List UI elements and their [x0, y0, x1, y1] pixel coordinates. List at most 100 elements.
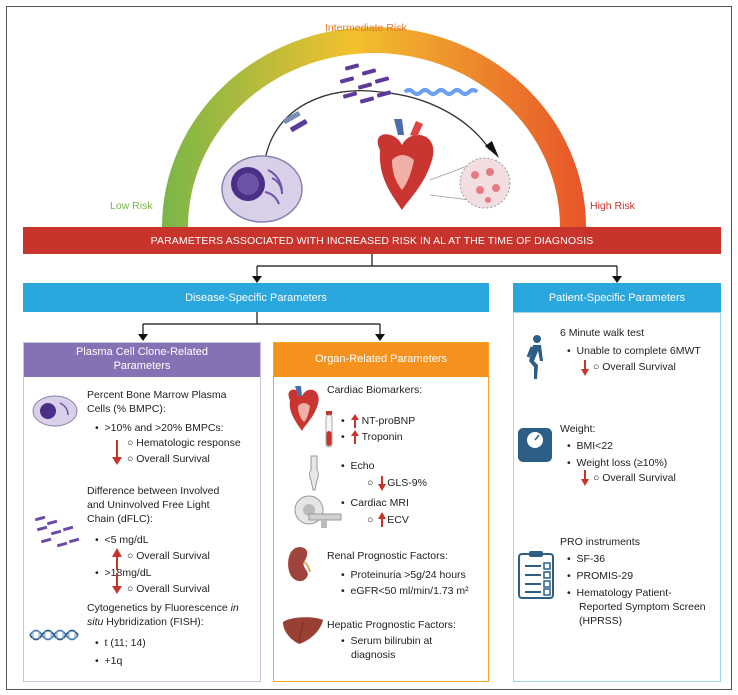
pro-bullet-1: • SF-36: [567, 553, 606, 565]
connector-arrows: [138, 254, 622, 341]
up-arrow-icon: [378, 512, 386, 527]
pro-bullet-3: • Hematology Patient-: [567, 587, 672, 599]
down-arrow-icon: [581, 360, 589, 376]
light-chain-icon: [34, 515, 80, 548]
mri-scanner-icon: [294, 495, 342, 528]
cardiac-bullet-2: • Troponin: [341, 431, 403, 443]
cardiac-bullet-1: • NT-proBNP: [341, 415, 416, 427]
bmpc-heading-1: Percent Bone Marrow Plasma: [87, 389, 227, 401]
heart-icon: [288, 386, 319, 431]
tissue-histology-illustration: [429, 157, 511, 209]
down-arrow-icon: [378, 476, 386, 491]
pro-heading: PRO instruments: [560, 536, 640, 548]
figure-frame: [6, 6, 732, 690]
fish-heading-1: Cytogenetics by Fluorescence in: [87, 601, 239, 615]
dflc-bullet-3: • >18mg/dL: [95, 567, 152, 579]
walk-b2-text: Overall Survival: [602, 361, 676, 373]
intermediate-risk-label: Intermediate Risk: [325, 22, 407, 34]
down-arrow-icon: [112, 573, 122, 594]
plasma-cell-icon: [32, 395, 78, 427]
pro-bullet-3-line2: Reported Symptom Screen: [579, 601, 706, 613]
gauge-arc: [162, 27, 586, 227]
weight-heading: Weight:: [560, 423, 596, 435]
kidney-icon: [288, 547, 311, 582]
fish-h2-text: Hybridization (FISH):: [106, 616, 204, 628]
up-arrow-icon: [351, 414, 359, 444]
walk-heading: 6 Minute walk test: [560, 327, 645, 339]
troponin-text: Troponin: [361, 431, 403, 443]
egfr-text: eGFR<50 ml/min/1.73 m²: [350, 585, 469, 597]
dflc-bullet-2: ○ Overall Survival: [127, 550, 210, 562]
weight-loss-text: Weight loss (≥10%): [576, 457, 668, 469]
pro-bullet-2: • PROMIS-29: [567, 570, 634, 582]
plasma-cell-panel: [23, 342, 261, 682]
renal-bullet-1: • Proteinuria >5g/24 hours: [341, 569, 466, 581]
patient-specific-header: Patient-Specific Parameters: [513, 283, 721, 312]
bmpc-b1-text: >10% and >20% BMPCs:: [104, 422, 224, 434]
hprss-text-1: Hematology Patient-: [576, 587, 672, 599]
pro-bullet-3-line3: (HPRSS): [579, 615, 623, 627]
fish-h2-italic: situ: [87, 616, 104, 628]
fish-b2-text: +1q: [104, 655, 123, 667]
dna-icon: [29, 629, 79, 641]
blood-tube-icon: [325, 411, 333, 448]
ecv-text: ECV: [387, 514, 409, 526]
dflc-heading-3: Chain (dFLC):: [87, 513, 153, 525]
plasma-cell-illustration: [221, 155, 303, 223]
walk-b1-text: Unable to complete 6MWT: [576, 345, 701, 357]
plasma-title-line2: Parameters: [113, 360, 171, 372]
ntprobnp-text: NT-proBNP: [361, 415, 416, 427]
walk-bullet-1: • Unable to complete 6MWT: [567, 345, 701, 357]
weight-bullet-2: • Weight loss (≥10%): [567, 457, 668, 469]
hepatic-heading: Hepatic Prognostic Factors:: [327, 619, 456, 631]
proteinuria-text: Proteinuria >5g/24 hours: [350, 569, 466, 581]
organ-header: Organ-Related Parameters: [274, 343, 488, 377]
dflc-b2-text: Overall Survival: [136, 550, 210, 562]
flow-arrowhead: [485, 141, 499, 158]
hepatic-bullet: • Serum bilirubin at: [341, 635, 433, 647]
low-risk-label: Low Risk: [110, 200, 153, 212]
patient-panel: [513, 312, 721, 682]
renal-heading: Renal Prognostic Factors:: [327, 550, 448, 562]
cardiac-heading: Cardiac Biomarkers:: [327, 384, 423, 396]
sf36-text: SF-36: [576, 553, 606, 565]
bmi-text: BMI<22: [576, 440, 613, 452]
down-arrow-icon: [112, 440, 122, 465]
liver-icon: [283, 617, 323, 644]
echo-probe-icon: [309, 455, 319, 491]
mri-bullet: • Cardiac MRI: [341, 497, 409, 509]
dflc-b1-text: <5 mg/dL: [104, 534, 149, 546]
plasma-cell-header: Plasma Cell Clone-Related Parameters: [24, 343, 260, 377]
dflc-heading-2: and Uninvolved Free Light: [87, 499, 210, 511]
bmpc-b2-text: Hematologic response: [136, 437, 241, 449]
amyloid-fibril: [403, 88, 479, 96]
bmpc-bullet-1: • >10% and >20% BMPCs:: [95, 422, 224, 434]
parameters-banner: PARAMETERS ASSOCIATED WITH INCREASED RIS…: [23, 227, 721, 254]
gls-bullet: ○ GLS-9%: [367, 477, 427, 489]
clipboard-checklist-icon: [518, 551, 554, 599]
fish-bullet-2: • +1q: [95, 655, 123, 667]
risk-gauge: [162, 27, 586, 227]
fish-h1-text: Cytogenetics by Fluorescence: [87, 602, 228, 614]
weight-scale-icon: [518, 428, 552, 462]
light-chain-cluster: [339, 63, 392, 104]
ecv-bullet: ○ ECV: [367, 514, 409, 526]
fish-bullet-1: • t (11; 14): [95, 637, 146, 649]
fish-heading-2: situ Hybridization (FISH):: [87, 615, 204, 629]
echo-text: Echo: [350, 460, 375, 472]
organ-panel: [273, 342, 489, 682]
antibody-fragment: [283, 111, 308, 132]
up-arrow-icon: [112, 548, 122, 570]
plasma-title-line1: Plasma Cell Clone-Related: [75, 346, 209, 359]
fish-h1-italic: in: [230, 602, 239, 614]
dflc-bullet-4: ○ Overall Survival: [127, 583, 210, 595]
dflc-bullet-1: • <5 mg/dL: [95, 534, 149, 546]
heart-illustration: [377, 119, 434, 210]
weight-bullet-1: • BMI<22: [567, 440, 613, 452]
weight-os-text: Overall Survival: [602, 472, 676, 484]
mri-text: Cardiac MRI: [350, 497, 409, 509]
down-arrow-icon: [581, 470, 589, 486]
echo-bullet: • Echo: [341, 460, 375, 472]
bmpc-b3-text: Overall Survival: [136, 453, 210, 465]
bmpc-bullet-3: ○ Overall Survival: [127, 453, 210, 465]
